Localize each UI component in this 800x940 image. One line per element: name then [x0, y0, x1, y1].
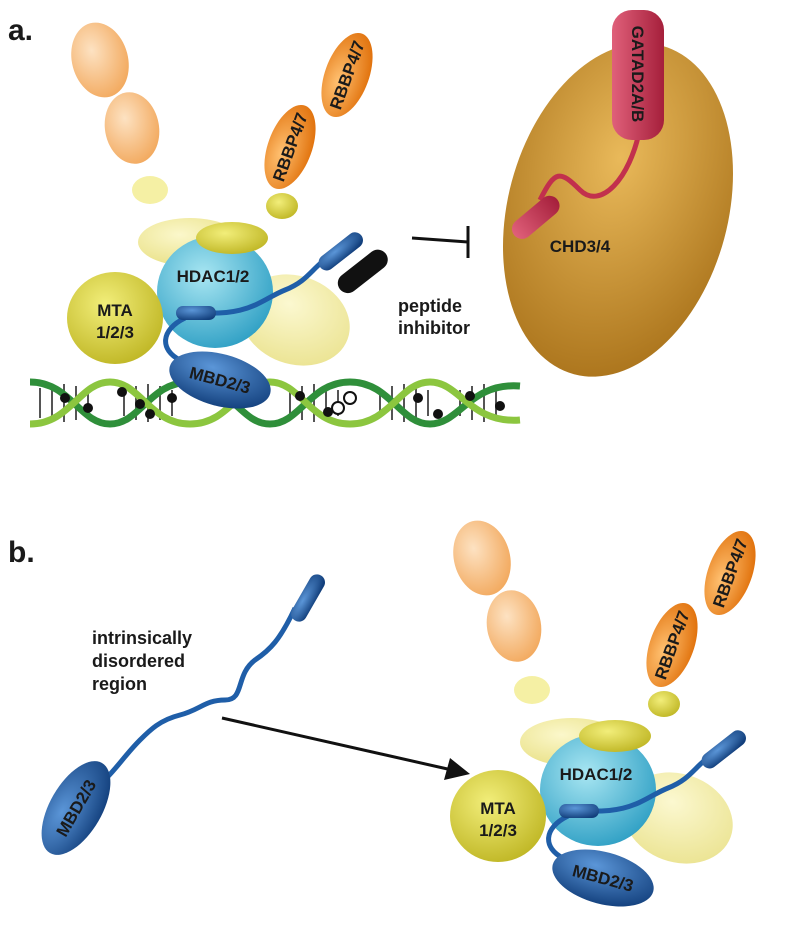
mbd-domain: MBD2/3 [169, 351, 271, 409]
idr-label-line3: region [92, 674, 147, 694]
hdac-label: HDAC1/2 [177, 267, 250, 286]
inhibitor-label-line2: inhibitor [398, 318, 470, 338]
b-mbd-domain: MBD2/3 [552, 849, 654, 907]
idr-chain [88, 606, 298, 793]
b-hdac-complex [540, 734, 656, 846]
faded-linker [132, 176, 168, 204]
idr-label-line1: intrinsically [92, 628, 192, 648]
free-mbd-helix [291, 574, 325, 622]
mbd-cterm-helix [318, 232, 363, 271]
peptide-inhibitor [337, 249, 388, 294]
unmethylated-cpg-marker [331, 401, 345, 415]
b-mta-subunit: MTA 1/2/3 [450, 770, 546, 862]
gatad-subunit: GATAD2A/B [612, 10, 664, 140]
binding-arrow [221, 716, 470, 780]
hdac-complex [157, 236, 273, 348]
b-mta-top-cap [579, 720, 651, 752]
mta-subunit: MTA 1/2/3 [67, 272, 163, 364]
b-rbbp-upper: RBBP4/7 [704, 530, 756, 616]
b-mbd-helix-docked [559, 804, 599, 818]
b-rbbp-arm-linker [648, 691, 680, 717]
b-rbbp-lower: RBBP4/7 [646, 602, 698, 688]
b-faded-rbbp-distal [453, 520, 511, 596]
rbbp-lower: RBBP4/7 [264, 104, 316, 190]
b-mta-label-line2: 1/2/3 [479, 821, 517, 840]
mbd-helix-docked [176, 306, 216, 320]
idr-label-line2: disordered [92, 651, 185, 671]
b-mbd-cterm-helix [701, 730, 746, 769]
gatad-linker [537, 127, 643, 202]
rbbp-upper: RBBP4/7 [321, 32, 373, 118]
b-hdac-label: HDAC1/2 [560, 765, 633, 784]
chd-label: CHD3/4 [550, 237, 611, 256]
panel-b-label: b. [8, 536, 35, 569]
inhibitor-label-line1: peptide [398, 296, 462, 316]
unmethylated-cpg-marker [343, 391, 357, 405]
rbbp-arm-linker [266, 193, 298, 219]
faded-rbbp-proximal [104, 92, 160, 164]
gatad-label: GATAD2A/B [628, 26, 647, 123]
b-faded-rbbp-proximal [486, 590, 542, 662]
panel-a-label: a. [8, 14, 33, 47]
chd-subunit: CHD3/4 [502, 43, 734, 377]
dna-helix [29, 378, 521, 428]
b-mbd-linker [546, 758, 707, 861]
mta-label-line2: 1/2/3 [96, 323, 134, 342]
faded-rbbp-distal [71, 22, 129, 98]
gatad-nterm-helix [511, 195, 560, 239]
free-mbd-domain: MBD2/3 [41, 761, 111, 855]
b-faded-linker [514, 676, 550, 704]
mta-label-line1: MTA [97, 301, 133, 320]
mbd-linker [163, 260, 324, 363]
mta-top-cap [196, 222, 268, 254]
inhibition-symbol [411, 226, 470, 258]
b-mta-label-line1: MTA [480, 799, 516, 818]
